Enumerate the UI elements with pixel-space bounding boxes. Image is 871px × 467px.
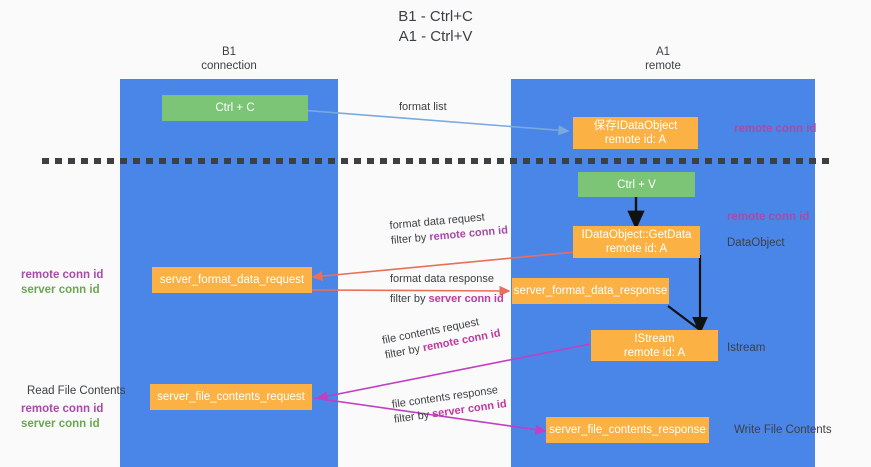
edge-label-format-data-response-text: format data response: [390, 273, 494, 285]
column-header-b1: B1 connection: [120, 45, 338, 73]
phase-divider: [42, 158, 832, 164]
box-istream-line1: IStream: [634, 332, 675, 345]
column-header-a1: A1 remote: [511, 45, 815, 73]
box-istream-line2: remote id: A: [623, 346, 686, 359]
edge-label-format-list-text: format list: [399, 101, 447, 113]
column-header-b1-role: connection: [201, 60, 257, 72]
box-istream[interactable]: IStream remote id: A: [591, 330, 718, 361]
box-server-format-data-request[interactable]: server_format_data_request: [152, 267, 312, 293]
annotation-remote-conn-id-mid: remote conn id: [727, 211, 810, 223]
edge-label-format-data-request-prefix: filter by: [390, 231, 430, 247]
annotation-left-mid-remote: remote conn id: [21, 269, 104, 281]
box-server-format-data-response[interactable]: server_format_data_response: [512, 278, 669, 304]
box-server-file-contents-response-label: server_file_contents_response: [549, 424, 706, 436]
annotation-left-mid-group: remote conn id server conn id: [21, 268, 103, 298]
edge-label-file-contents-request: file contents request filter by remote c…: [381, 312, 502, 364]
box-ctrl-v-label: Ctrl + V: [617, 178, 656, 191]
box-idataobject-getdata[interactable]: IDataObject::GetData remote id: A: [573, 226, 700, 258]
box-idataobject-getdata-line2: remote id: A: [605, 243, 668, 255]
box-idataobject-getdata-line1: IDataObject::GetData: [581, 229, 692, 241]
title-line-2: A1 - Ctrl+V: [398, 28, 473, 45]
annotation-read-file-contents: Read File Contents: [27, 385, 126, 397]
box-server-file-contents-response[interactable]: server_file_contents_response: [546, 417, 709, 443]
box-server-format-data-request-label: server_format_data_request: [159, 274, 305, 286]
edge-label-format-data-response-prefix: filter by: [390, 293, 429, 305]
box-save-idataobject-line1: 保存IDataObject: [593, 120, 678, 132]
edge-label-format-list: format list: [399, 100, 447, 115]
annotation-left-bottom-group: remote conn id server conn id: [21, 402, 103, 432]
box-ctrl-c[interactable]: Ctrl + C: [162, 95, 308, 121]
column-header-a1-name: A1: [655, 46, 671, 58]
annotation-left-mid-server: server conn id: [21, 284, 100, 296]
annotation-left-bottom-remote: remote conn id: [21, 403, 104, 415]
box-server-file-contents-request[interactable]: server_file_contents_request: [150, 384, 312, 410]
box-server-format-data-response-label: server_format_data_response: [513, 285, 668, 297]
annotation-write-file-contents: Write File Contents: [734, 424, 832, 436]
box-save-idataobject-line2: remote id: A: [604, 134, 667, 146]
edge-label-file-contents-response: file contents response filter by server …: [391, 382, 508, 428]
box-ctrl-c-label: Ctrl + C: [215, 102, 255, 114]
page-title: B1 - Ctrl+C A1 - Ctrl+V: [0, 7, 871, 47]
title-line-1: B1 - Ctrl+C: [398, 8, 473, 25]
column-header-b1-name: B1: [221, 46, 237, 58]
box-save-idataobject[interactable]: 保存IDataObject remote id: A: [573, 117, 698, 149]
box-ctrl-v[interactable]: Ctrl + V: [578, 172, 695, 197]
edge-label-format-data-response-tag: server conn id: [428, 293, 504, 305]
box-server-file-contents-request-label: server_file_contents_request: [157, 391, 305, 403]
annotation-dataobject: DataObject: [727, 237, 785, 249]
edge-label-format-data-request: format data request filter by remote con…: [389, 208, 509, 249]
annotation-remote-conn-id-top: remote conn id: [734, 123, 817, 135]
annotation-istream: Istream: [727, 342, 766, 354]
annotation-left-bottom-server: server conn id: [21, 418, 100, 430]
edge-label-file-contents-response-prefix: filter by: [393, 408, 434, 426]
column-header-a1-role: remote: [645, 60, 681, 72]
edge-label-format-data-response: format data response filter by server co…: [390, 272, 504, 307]
